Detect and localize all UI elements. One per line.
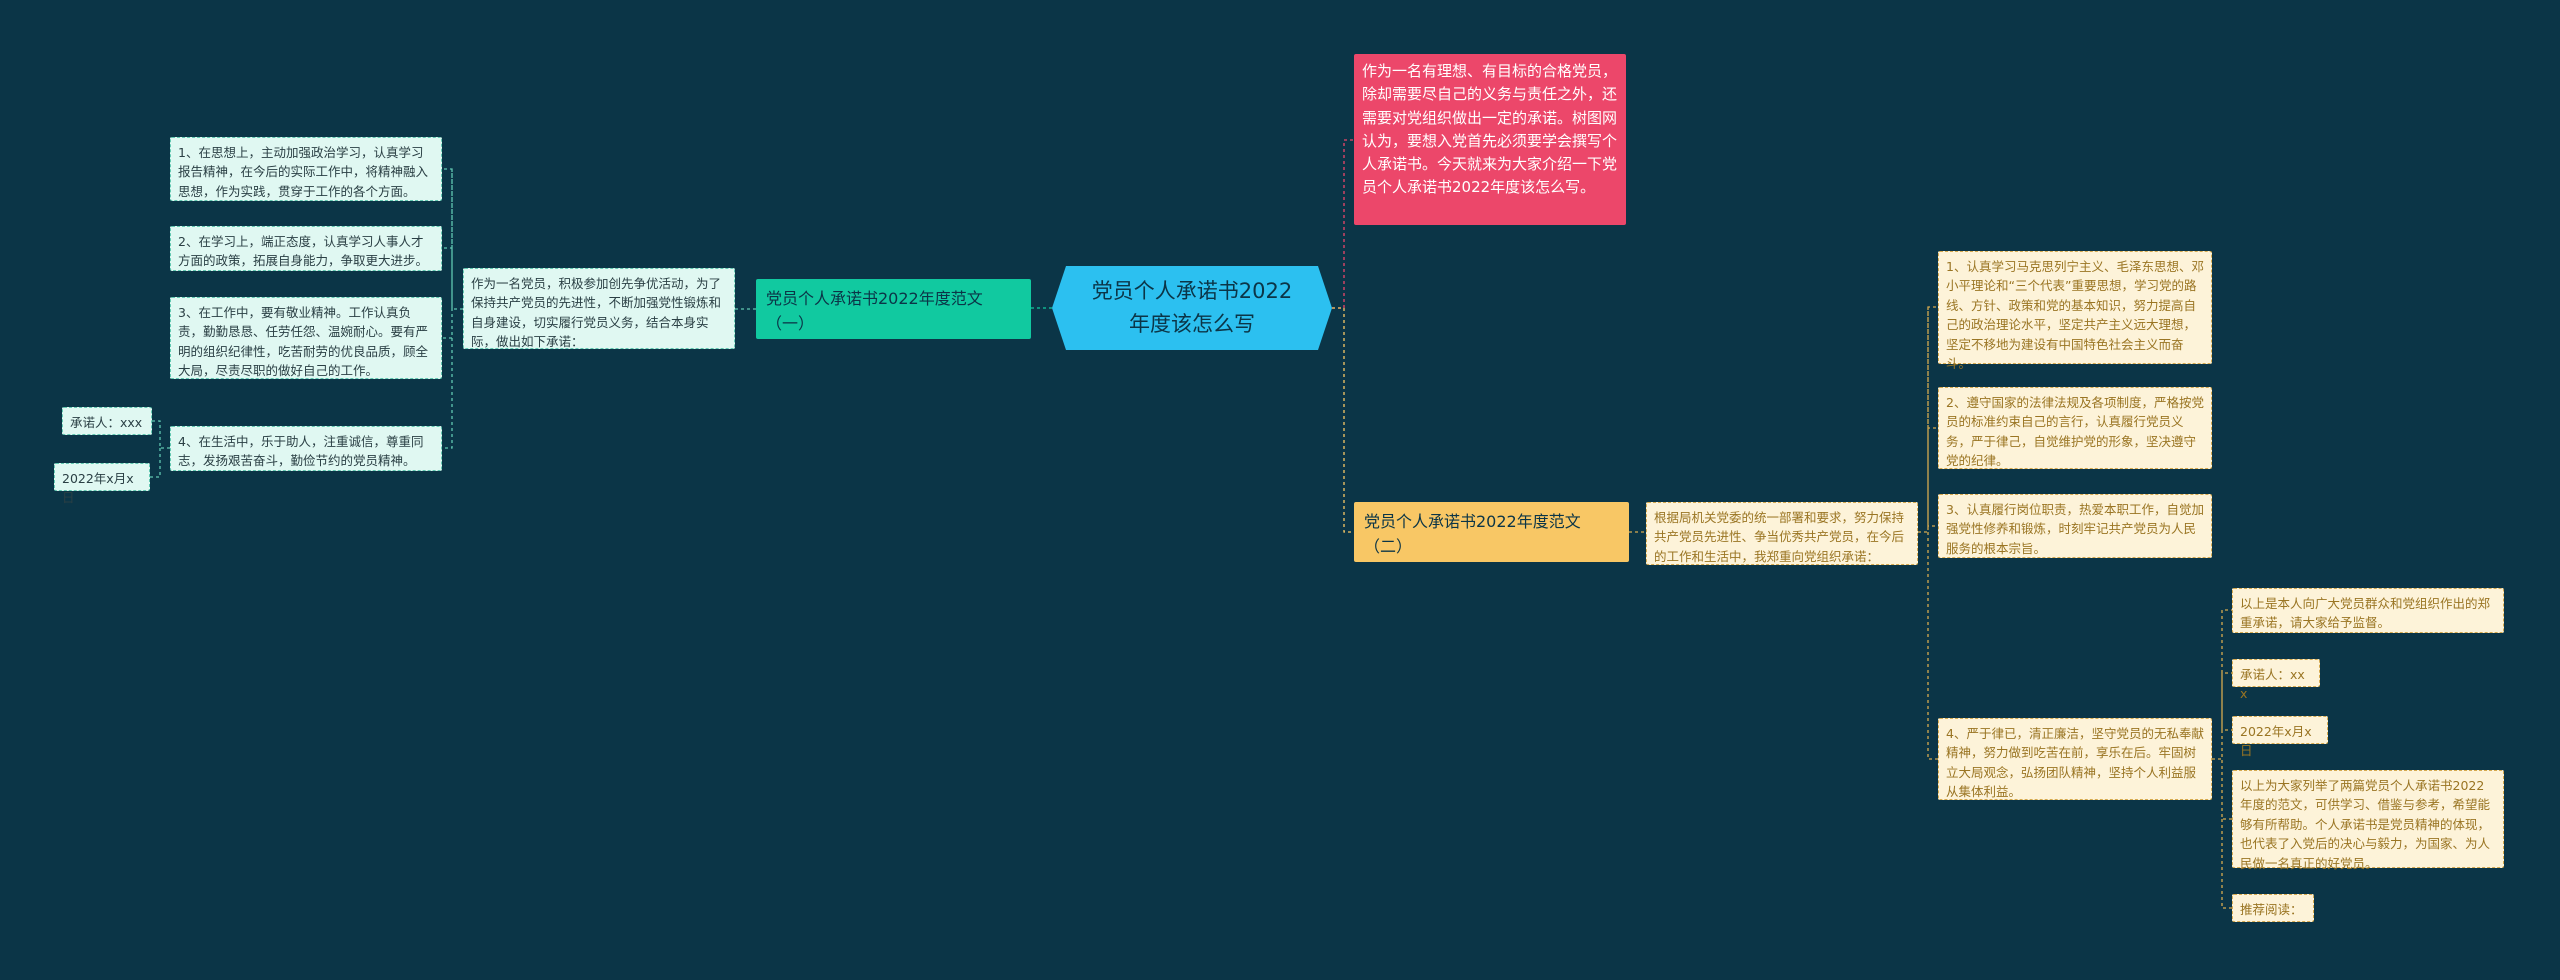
branch-2-item-2[interactable]: 2、遵守国家的法律法规及各项制度，严格按党员的标准约束自己的言行，认真履行党员义…	[1938, 387, 2212, 469]
branch-2-recommended-text: 推荐阅读：	[2240, 902, 2303, 917]
branch-2-sub-1[interactable]: 以上是本人向广大党员群众和党组织作出的郑重承诺，请大家给予监督。	[2232, 588, 2504, 633]
branch-2-item-4[interactable]: 4、严于律已，清正廉洁，坚守党员的无私奉献精神，努力做到吃苦在前，享乐在后。牢固…	[1938, 718, 2212, 800]
branch-2-signer[interactable]: 承诺人：xxx	[2232, 659, 2320, 701]
branch-1-item-text: 3、在工作中，要有敬业精神。工作认真负责，勤勤恳恳、任劳任怨、温婉耐心。要有严明…	[178, 305, 429, 379]
branch-1-item-text: 1、在思想上，主动加强政治学习，认真学习报告精神，在今后的实际工作中，将精神融入…	[178, 145, 429, 199]
branch-1-node[interactable]: 党员个人承诺书2022年度范文（一）	[756, 279, 1031, 339]
branch-2-signer-text: 承诺人：xxx	[2240, 667, 2305, 702]
branch-2-item-3[interactable]: 3、认真履行岗位职责，热爱本职工作，自觉加强党性修养和锻炼，时刻牢记共产党员为人…	[1938, 494, 2212, 558]
intro-text: 作为一名有理想、有目标的合格党员，除却需要尽自己的义务与责任之外，还需要对党组织…	[1362, 62, 1618, 197]
branch-1-item-3[interactable]: 3、在工作中，要有敬业精神。工作认真负责，勤勤恳恳、任劳任怨、温婉耐心。要有严明…	[170, 297, 442, 379]
branch-2-recommended[interactable]: 推荐阅读：	[2232, 894, 2314, 922]
link-root-intro	[1332, 139, 1354, 309]
branch-1-item-2[interactable]: 2、在学习上，端正态度，认真学习人事人才方面的政策，拓展自身能力，争取更大进步。	[170, 226, 442, 271]
branch-1-label: 党员个人承诺书2022年度范文（一）	[766, 289, 983, 333]
link-left-items	[442, 168, 463, 449]
branch-2-item-text: 1、认真学习马克思列宁主义、毛泽东思想、邓小平理论和“三个代表”重要思想，学习党…	[1946, 259, 2204, 371]
branch-1-signer[interactable]: 承诺人：xxx	[62, 407, 152, 435]
branch-1-date[interactable]: 2022年x月x日	[54, 463, 150, 505]
branch-2-date-text: 2022年x月x日	[2240, 724, 2312, 759]
root-title: 党员个人承诺书2022年度该怎么写	[1091, 279, 1293, 336]
branch-1-intro-text: 作为一名党员，积极参加创先争优活动，为了保持共产党员的先进性，不断加强党性锻炼和…	[471, 276, 722, 350]
branch-2-item-text: 2、遵守国家的法律法规及各项制度，严格按党员的标准约束自己的言行，认真履行党员义…	[1946, 395, 2204, 469]
branch-1-intro-node[interactable]: 作为一名党员，积极参加创先争优活动，为了保持共产党员的先进性，不断加强党性锻炼和…	[463, 268, 735, 349]
branch-1-item-1[interactable]: 1、在思想上，主动加强政治学习，认真学习报告精神，在今后的实际工作中，将精神融入…	[170, 137, 442, 201]
branch-1-item-4[interactable]: 4、在生活中，乐于助人，注重诚信，尊重同志，发扬艰苦奋斗，勤俭节约的党员精神。	[170, 426, 442, 471]
link-left-signatures	[150, 420, 170, 478]
branch-2-node[interactable]: 党员个人承诺书2022年度范文（二）	[1354, 502, 1629, 562]
root-topic[interactable]: 党员个人承诺书2022年度该怎么写	[1052, 266, 1332, 350]
intro-node[interactable]: 作为一名有理想、有目标的合格党员，除却需要尽自己的义务与责任之外，还需要对党组织…	[1354, 54, 1626, 225]
link-root-branch2	[1332, 307, 1354, 533]
branch-2-summary[interactable]: 以上为大家列举了两篇党员个人承诺书2022年度的范文，可供学习、借鉴与参考，希望…	[2232, 770, 2504, 871]
branch-1-signer-text: 承诺人：xxx	[70, 415, 143, 430]
link-right-items	[1918, 306, 1938, 760]
branch-1-item-text: 4、在生活中，乐于助人，注重诚信，尊重同志，发扬艰苦奋斗，勤俭节约的党员精神。	[178, 434, 424, 469]
branch-2-summary-text: 以上为大家列举了两篇党员个人承诺书2022年度的范文，可供学习、借鉴与参考，希望…	[2240, 778, 2491, 871]
branch-2-intro-node[interactable]: 根据局机关党委的统一部署和要求，努力保持共产党员先进性、争当优秀共产党员，在今后…	[1646, 502, 1918, 565]
branch-2-item-text: 4、严于律已，清正廉洁，坚守党员的无私奉献精神，努力做到吃苦在前，享乐在后。牢固…	[1946, 726, 2204, 800]
link-right-sub	[2212, 609, 2232, 909]
branch-2-item-text: 3、认真履行岗位职责，热爱本职工作，自觉加强党性修养和锻炼，时刻牢记共产党员为人…	[1946, 502, 2204, 556]
branch-1-item-text: 2、在学习上，端正态度，认真学习人事人才方面的政策，拓展自身能力，争取更大进步。	[178, 234, 429, 269]
branch-1-date-text: 2022年x月x日	[62, 471, 134, 506]
branch-2-label: 党员个人承诺书2022年度范文（二）	[1364, 512, 1581, 556]
branch-2-sub-text: 以上是本人向广大党员群众和党组织作出的郑重承诺，请大家给予监督。	[2240, 596, 2491, 631]
branch-2-date[interactable]: 2022年x月x日	[2232, 716, 2328, 758]
branch-2-item-1[interactable]: 1、认真学习马克思列宁主义、毛泽东思想、邓小平理论和“三个代表”重要思想，学习党…	[1938, 251, 2212, 371]
branch-2-intro-text: 根据局机关党委的统一部署和要求，努力保持共产党员先进性、争当优秀共产党员，在今后…	[1654, 510, 1905, 564]
